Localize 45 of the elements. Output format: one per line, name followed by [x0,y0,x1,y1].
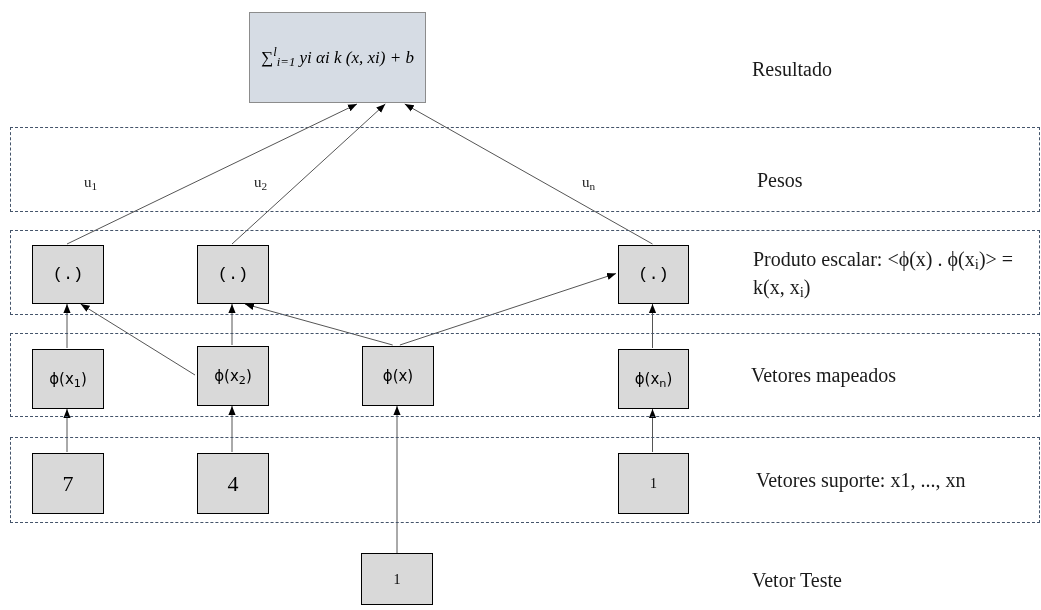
arrow [63,303,71,349]
dot-product-box [32,245,104,304]
node-label: (.) [217,263,249,286]
mapped-vector-box [618,349,689,409]
node-label: (.) [638,263,669,286]
layer-label: Vetor Teste [752,568,842,593]
layer-label: Vetores suporte: x1, ..., xn [756,468,966,494]
arrow [399,272,617,346]
node-label: ϕ(x$_{2}$) [214,365,252,388]
arrow [648,303,657,349]
arrow [66,103,358,245]
arrow [63,408,71,453]
vector-box [197,453,269,514]
node-label: (.) [52,263,84,286]
vector-box [361,553,433,605]
layer-band [10,230,1040,315]
node-label: 1 [393,570,401,589]
arrow [393,405,401,554]
arrow [244,302,394,346]
node-label: ϕ(x$_{n}$) [634,368,673,391]
vector-box [32,453,104,514]
arrow [648,408,657,453]
layer-band [10,437,1040,523]
node-label: 4 [227,470,239,498]
node-label: ∑$^{l}$$_{i=1}$ yi αi k (x, xi) + b [261,44,414,71]
arrow [228,405,236,453]
formula-box [249,12,426,103]
mapped-vector-box [362,346,434,406]
node-label: ϕ(x$_{1}$) [49,368,87,391]
arrow [80,303,196,376]
dot-product-box [618,245,689,304]
layer-label: Pesos [757,168,803,193]
arrow [228,303,236,346]
node-label: 1 [650,475,657,493]
layer-label: Vetores mapeados [751,363,896,389]
arrow [231,103,386,245]
node-label: ϕ(x) [382,365,414,387]
layer-label: Resultado [752,57,832,82]
mapped-vector-box [197,346,269,406]
mapped-vector-box [32,349,104,409]
layer-band [10,333,1040,417]
dot-product-box [197,245,269,304]
vector-box [618,453,689,514]
node-label: 7 [62,470,74,498]
layer-label: Produto escalar: <ϕ(x) . ϕ(x$_{i}$)> = k(x, x$_{i}$) [753,246,1015,301]
